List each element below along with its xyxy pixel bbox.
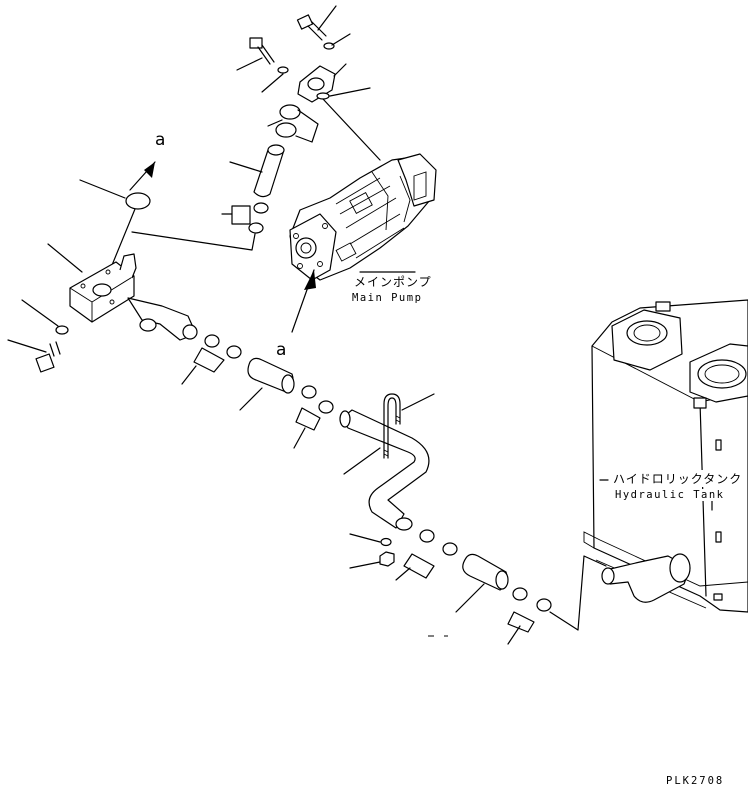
leader-line — [229, 161, 263, 173]
bolt-top-right — [296, 14, 327, 41]
view-a-label-bottom: a — [276, 340, 287, 360]
tank-port-left — [611, 301, 683, 371]
leader-line — [349, 533, 381, 543]
leader-line — [333, 63, 347, 77]
leader-line — [47, 243, 83, 273]
tank-plug — [715, 439, 722, 451]
hydraulic-tank-label-en: Hydraulic Tank — [615, 489, 725, 501]
lower-hose — [462, 553, 509, 591]
bolt-top-left — [249, 37, 275, 65]
leader-line — [349, 561, 381, 569]
clamps-middle-right — [295, 385, 334, 431]
washer-left — [55, 325, 69, 335]
drawing-code: PLK2708 — [666, 775, 725, 787]
clamps-lower-left — [403, 529, 458, 579]
leader-line — [261, 73, 284, 93]
washer-top-left — [277, 66, 289, 74]
leader-line — [395, 567, 411, 581]
leader-line — [455, 583, 485, 613]
leader-line — [293, 427, 306, 449]
washer-middle — [380, 537, 392, 547]
hydraulic-tank-label-ja: ハイドロリックタンク — [613, 470, 743, 487]
view-a-arrowhead — [144, 162, 155, 178]
main-pump-label-ja: メインポンプ — [354, 275, 432, 289]
washer-top-right — [323, 42, 335, 50]
tank-outlet-elbow — [601, 553, 691, 603]
suction-block — [69, 253, 137, 323]
o-ring — [316, 92, 330, 100]
bolt-left — [35, 341, 61, 373]
tank-plug — [713, 593, 723, 601]
clamps-lower-right — [507, 587, 552, 633]
leader-line — [343, 447, 381, 475]
u-bolt — [383, 393, 401, 459]
view-a-label-top: a — [155, 130, 166, 150]
leader-line — [79, 179, 126, 199]
leader-line — [236, 57, 263, 71]
leader-line — [7, 339, 47, 353]
leader-line — [401, 393, 435, 411]
leader-line — [109, 208, 136, 271]
leader-line — [322, 98, 381, 161]
leader-line — [507, 625, 521, 645]
middle-hose — [247, 357, 295, 394]
suction-elbow — [127, 297, 198, 341]
leader-line — [329, 87, 371, 97]
strainer-cap — [125, 192, 151, 210]
fitting-upper — [275, 104, 319, 143]
tank-plug — [715, 531, 722, 543]
view-a-arrowhead — [304, 270, 316, 290]
leader-line — [21, 299, 59, 327]
tank-port-right — [689, 343, 748, 409]
main-pump — [289, 153, 437, 281]
nut-middle — [379, 551, 395, 567]
leader-line — [181, 365, 197, 385]
hydraulic-tank — [583, 299, 748, 613]
leader-line — [131, 231, 256, 251]
upper-hose — [253, 144, 285, 198]
main-pump-label-en: Main Pump — [352, 292, 423, 304]
clamps-middle-left — [193, 334, 242, 373]
leader-line — [549, 555, 607, 631]
leader-line — [239, 387, 263, 411]
upper-clamps — [231, 202, 269, 234]
s-tube — [339, 409, 430, 531]
leader-line — [317, 5, 337, 31]
leader-line — [599, 479, 713, 511]
leader-line — [267, 119, 283, 127]
leader-line — [331, 33, 351, 46]
